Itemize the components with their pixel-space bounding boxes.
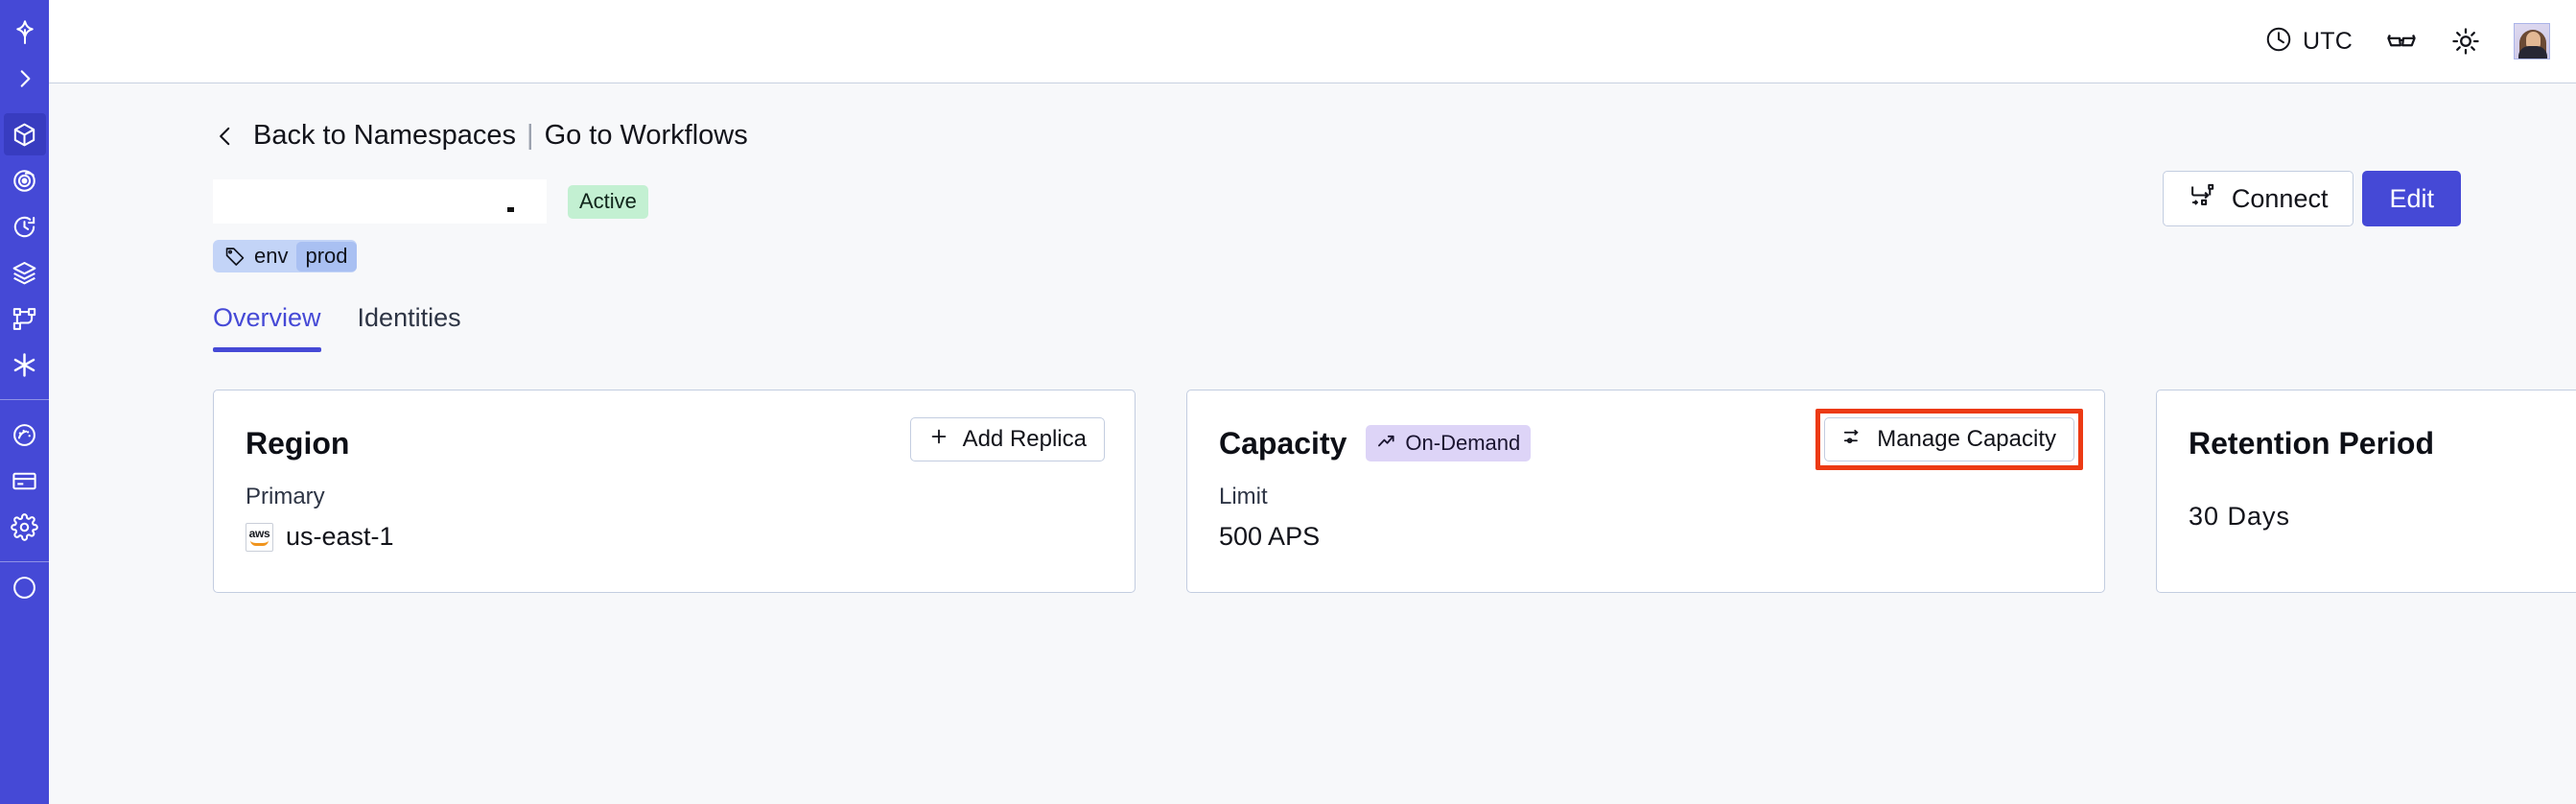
region-value: us-east-1 (286, 522, 394, 551)
on-demand-badge: On-Demand (1366, 425, 1532, 461)
tag-value: prod (296, 241, 357, 272)
region-card-action: Add Replica (909, 417, 1105, 461)
region-card: Region Add Replica Primary (213, 390, 1136, 593)
timezone-selector[interactable]: UTC (2264, 25, 2353, 59)
workflows-icon[interactable] (4, 297, 46, 340)
status-badge: Active (568, 184, 648, 219)
manage-capacity-button[interactable]: Manage Capacity (1824, 417, 2074, 461)
sidebar-divider-1 (0, 399, 49, 400)
breadcrumb-separator: | (527, 120, 534, 151)
connect-icon (2189, 181, 2216, 216)
left-sidebar (0, 0, 49, 804)
avatar-face (2526, 32, 2541, 50)
title-redaction-artifact (507, 207, 514, 212)
breadcrumb-workflows-link[interactable]: Go to Workflows (544, 120, 748, 151)
connect-button-label: Connect (2231, 183, 2329, 213)
tab-overview[interactable]: Overview (213, 303, 321, 352)
tab-bar: Overview Identities (213, 303, 2461, 355)
observability-icon[interactable] (4, 159, 46, 201)
manage-capacity-label: Manage Capacity (1877, 426, 2056, 452)
region-value-row: aws us-east-1 (246, 522, 1103, 552)
expand-icon[interactable] (4, 58, 46, 100)
asterisk-icon[interactable] (4, 343, 46, 386)
tab-identities[interactable]: Identities (357, 303, 461, 332)
on-demand-badge-label: On-Demand (1405, 430, 1521, 455)
page-title (213, 179, 547, 224)
capacity-limit-value: 500 APS (1219, 522, 1321, 551)
settings-icon[interactable] (4, 506, 46, 548)
sidebar-item-namespaces[interactable] (3, 113, 46, 155)
tag-key: env (254, 244, 289, 268)
logo-icon[interactable] (4, 12, 46, 54)
connect-button[interactable]: Connect (2162, 171, 2354, 226)
glasses-icon[interactable] (2385, 25, 2418, 58)
edit-button[interactable]: Edit (2362, 171, 2461, 226)
region-card-title: Region (246, 425, 350, 461)
content-column: Back to Namespaces | Go to Workflows Act… (213, 83, 2576, 593)
clock-icon (2264, 25, 2293, 59)
retention-card-title: Retention Period (2189, 425, 2435, 461)
capacity-card-action: Manage Capacity (1824, 417, 2074, 461)
sun-icon[interactable] (2450, 26, 2481, 57)
capacity-card: Capacity On-Demand (1186, 390, 2105, 593)
capacity-limit-label: Limit (1219, 484, 1268, 509)
history-icon[interactable] (4, 205, 46, 248)
usage-icon[interactable] (4, 414, 46, 456)
sidebar-divider-2 (0, 561, 49, 562)
plus-icon (928, 426, 949, 454)
tag-row: env prod (213, 240, 2461, 272)
aws-logo-text: aws (248, 527, 270, 540)
avatar-body (2518, 46, 2547, 59)
namespace-title-row: Active (213, 171, 2461, 228)
trending-up-icon (1376, 431, 1396, 455)
sliders-icon (1842, 426, 1863, 454)
chevron-left-icon[interactable] (213, 121, 238, 152)
avatar[interactable] (2514, 23, 2550, 59)
retention-value: 30 Days (2189, 502, 2291, 531)
billing-icon[interactable] (4, 460, 46, 502)
main-content: Back to Namespaces | Go to Workflows Act… (49, 83, 2576, 804)
namespace-actions: Connect Edit (2162, 171, 2461, 226)
add-replica-label: Add Replica (962, 426, 1087, 452)
add-replica-button[interactable]: Add Replica (909, 417, 1105, 461)
breadcrumb: Back to Namespaces | Go to Workflows (213, 120, 2461, 152)
tag-icon (224, 246, 246, 267)
overview-cards: Region Add Replica Primary (213, 390, 2576, 593)
top-header: UTC (49, 0, 2576, 83)
namespace-tag[interactable]: env prod (213, 240, 357, 272)
tab-divider (213, 352, 2461, 355)
help-icon[interactable] (4, 566, 46, 608)
layers-icon[interactable] (4, 251, 46, 294)
timezone-label: UTC (2303, 27, 2353, 55)
breadcrumb-back-link[interactable]: Back to Namespaces (253, 120, 517, 151)
header-actions: UTC (2264, 23, 2576, 59)
capacity-card-title: Capacity (1219, 425, 1347, 461)
aws-logo-icon: aws (246, 522, 273, 552)
aws-swoosh (250, 540, 269, 546)
retention-card: Retention Period 30 Days (2156, 390, 2576, 593)
region-primary-label: Primary (246, 484, 325, 509)
